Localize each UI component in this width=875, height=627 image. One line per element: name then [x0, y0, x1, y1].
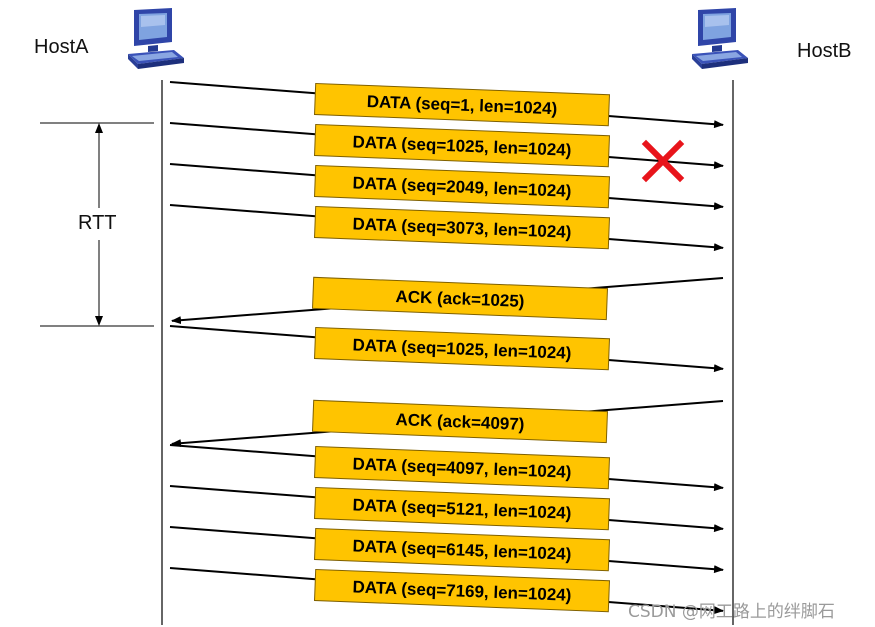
- message-label-box: DATA (seq=7169, len=1024): [313, 568, 611, 613]
- message-10: DATA (seq=6145, len=1024): [169, 526, 724, 574]
- message-3: DATA (seq=2049, len=1024): [169, 163, 724, 211]
- message-label: ACK (ack=4097): [395, 410, 525, 434]
- rtt-label: RTT: [78, 212, 117, 234]
- message-label-box: DATA (seq=5121, len=1024): [313, 486, 611, 531]
- message-label-box: DATA (seq=1025, len=1024): [313, 123, 611, 168]
- host-a-label: HostA: [34, 36, 89, 58]
- host-b-computer-icon: [692, 8, 748, 69]
- message-label-box: DATA (seq=6145, len=1024): [313, 527, 611, 572]
- message-label-box: ACK (ack=1025): [311, 276, 609, 321]
- host-b-label: HostB: [797, 40, 852, 62]
- message-1: DATA (seq=1, len=1024): [169, 81, 724, 129]
- message-label-box: DATA (seq=1025, len=1024): [313, 326, 611, 371]
- message-4: DATA (seq=3073, len=1024): [169, 204, 724, 252]
- message-label-box: DATA (seq=2049, len=1024): [313, 164, 611, 209]
- message-6: DATA (seq=1025, len=1024): [169, 325, 724, 373]
- message-7: ACK (ack=4097): [171, 399, 724, 448]
- message-5: ACK (ack=1025): [171, 276, 724, 325]
- message-2: DATA (seq=1025, len=1024): [169, 122, 724, 170]
- message-label-box: DATA (seq=1, len=1024): [313, 82, 611, 127]
- message-9: DATA (seq=5121, len=1024): [169, 485, 724, 533]
- watermark: CSDN @网工路上的绊脚石: [628, 602, 835, 622]
- message-label: ACK (ack=1025): [395, 287, 525, 311]
- packet-loss-x-icon: [641, 139, 685, 183]
- host-a-computer-icon: [128, 8, 184, 69]
- message-11: DATA (seq=7169, len=1024): [169, 567, 724, 615]
- message-8: DATA (seq=4097, len=1024): [169, 444, 724, 492]
- message-label-box: DATA (seq=4097, len=1024): [313, 445, 611, 490]
- message-label-box: ACK (ack=4097): [311, 399, 609, 444]
- message-label-box: DATA (seq=3073, len=1024): [313, 205, 611, 250]
